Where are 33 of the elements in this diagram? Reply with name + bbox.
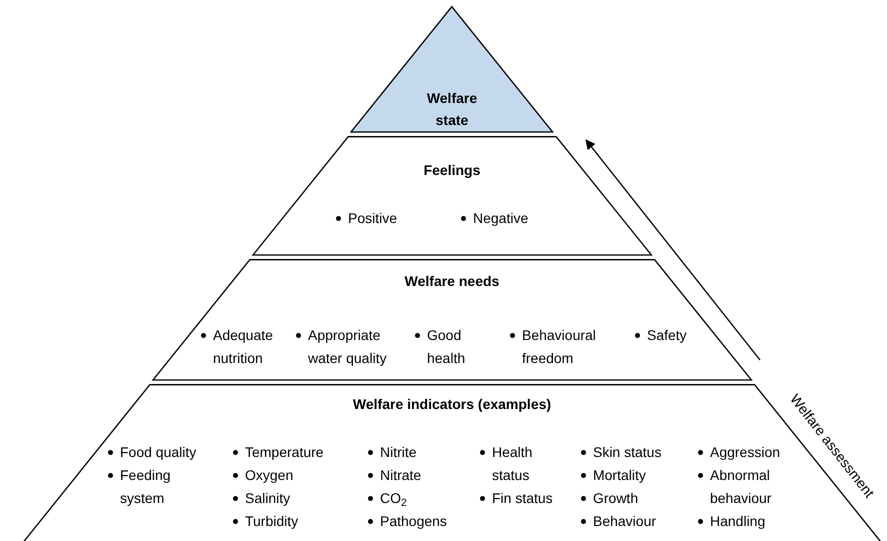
list-item: Adequate nutrition xyxy=(212,326,274,368)
list-item: Fin status xyxy=(492,489,553,508)
tier-heading: Welfare indicators (examples) xyxy=(352,395,552,414)
list-item: Good health xyxy=(426,326,466,368)
list-item: Pathogens xyxy=(380,512,447,531)
pyramid-tier xyxy=(252,136,652,255)
list-item: Food quality xyxy=(120,443,196,462)
list-item: Salinity xyxy=(244,489,290,508)
list-item: Feeding system xyxy=(120,466,172,508)
list-item: CO$_{2}$ xyxy=(380,489,407,510)
tier-heading: Welfare state xyxy=(426,89,478,130)
tier-heading: Feelings xyxy=(424,161,480,180)
list-item: Safety xyxy=(646,326,687,345)
list-item: Positive xyxy=(348,209,398,228)
list-item: Turbidity xyxy=(244,512,298,531)
list-item: Mortality xyxy=(592,466,646,485)
pyramid-tier xyxy=(152,259,752,380)
tier-heading: Welfare needs xyxy=(404,272,500,291)
list-item: Temperature xyxy=(244,443,324,462)
list-item: Appropriate water quality xyxy=(308,326,388,368)
list-item: Behaviour xyxy=(592,512,656,531)
list-item: Handling xyxy=(710,512,766,531)
list-item: Nitrite xyxy=(380,443,417,462)
list-item: Abnormal behaviour xyxy=(710,466,772,508)
list-item: Skin status xyxy=(592,443,662,462)
list-item: Aggression xyxy=(710,443,780,462)
list-item: Negative xyxy=(472,209,528,228)
list-item: Health status xyxy=(492,443,534,485)
pyramid-apex xyxy=(351,6,553,132)
list-item: Growth xyxy=(592,489,638,508)
list-item: Behavioural freedom xyxy=(522,326,597,368)
list-item: Oxygen xyxy=(244,466,294,485)
list-item: Nitrate xyxy=(380,466,422,485)
